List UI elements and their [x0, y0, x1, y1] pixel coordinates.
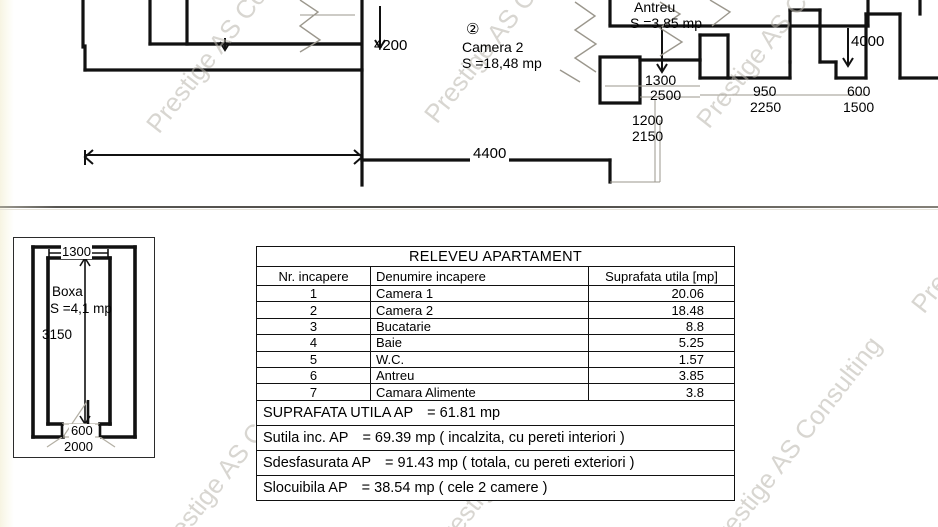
- summary-label: SUPRAFATA UTILA AP: [263, 404, 414, 421]
- boxa-dimension-width: 1300: [61, 244, 92, 259]
- column-header-name: Denumire incapere: [370, 266, 589, 286]
- cell-area: 18.48: [588, 301, 735, 319]
- cell-room-name: Baie: [370, 334, 589, 352]
- dimension-label-1200: 1200: [632, 112, 664, 128]
- dimension-label-950: 950: [753, 83, 777, 99]
- summary-value: = 91.43 mp ( totala, cu pereti exteriori…: [385, 454, 635, 471]
- summary-cell: SUPRAFATA UTILA AP = 61.81 mp: [256, 399, 735, 426]
- dimension-label-1300-plan: 1300: [645, 72, 677, 88]
- dimension-label-2150: 2150: [632, 128, 664, 144]
- table-summary-row: Slocuibila AP = 38.54 mp ( cele 2 camere …: [256, 474, 735, 501]
- cell-nr: 6: [256, 366, 371, 385]
- room-area-camera-2: S =18,48 mp: [462, 55, 542, 71]
- dimension-label-1500: 1500: [843, 99, 875, 115]
- boxa-dimension-height: 3150: [42, 327, 73, 342]
- table-summary-row: SUPRAFATA UTILA AP = 61.81 mp: [256, 399, 735, 426]
- table-header-row: Nr. incapere Denumire incapere Suprafata…: [256, 266, 735, 286]
- cell-room-name: W.C.: [370, 350, 589, 368]
- table-summary-row: Sdesfasurata AP = 91.43 mp ( totala, cu p…: [256, 449, 735, 476]
- boxa-dimension-door: 600: [69, 423, 95, 438]
- dimension-label-4400: 4400: [470, 146, 510, 162]
- summary-label: Slocuibila AP: [263, 479, 348, 496]
- cell-nr: 5: [256, 350, 371, 368]
- cell-nr: 7: [256, 383, 371, 401]
- summary-cell: Sutila inc. AP = 69.39 mp ( incalzita, cu…: [256, 424, 735, 451]
- column-header-nr: Nr. incapere: [256, 266, 371, 286]
- cell-nr: 3: [256, 317, 371, 336]
- room-marker-camera-2: ②: [466, 21, 480, 38]
- dimension-label-4000: 4000: [851, 33, 885, 50]
- boxa-room-label: Boxa: [52, 284, 83, 299]
- room-label-antreu: Antreu: [634, 0, 676, 15]
- cell-area: 5.25: [588, 334, 735, 352]
- cell-area: 1.57: [588, 350, 735, 368]
- boxa-area-label: S =4,1 mp: [50, 301, 112, 316]
- releveu-apartament-table: RELEVEU APARTAMENT Nr. incapere Denumire…: [256, 246, 735, 501]
- section-divider: [0, 206, 938, 208]
- summary-label: Sdesfasurata AP: [263, 454, 372, 471]
- column-header-area: Suprafata utila [mp]: [588, 266, 735, 286]
- cell-room-name: Camera 2: [370, 301, 589, 319]
- section-divider-shadow: [0, 209, 938, 210]
- dimension-label-2500: 2500: [650, 87, 682, 103]
- table-title-row: RELEVEU APARTAMENT: [256, 246, 735, 267]
- cell-nr: 1: [256, 284, 371, 303]
- room-area-antreu: S =3,85 mp: [630, 15, 702, 31]
- summary-value: = 38.54 mp ( cele 2 camere ): [361, 479, 548, 496]
- dimension-label-600-plan: 600: [847, 83, 871, 99]
- cell-area: 8.8: [588, 317, 735, 336]
- summary-value: = 69.39 mp ( incalzita, cu pereti interi…: [362, 429, 625, 446]
- cell-area: 3.85: [588, 366, 735, 385]
- dimension-label-4200: 4200: [374, 37, 408, 54]
- summary-cell: Slocuibila AP = 38.54 mp ( cele 2 camere …: [256, 474, 735, 501]
- room-label-camera-2: Camera 2: [462, 39, 524, 55]
- cell-room-name: Camara Alimente: [370, 383, 589, 401]
- cell-nr: 2: [256, 301, 371, 319]
- table-summary-row: Sutila inc. AP = 69.39 mp ( incalzita, cu…: [256, 424, 735, 451]
- cell-room-name: Camera 1: [370, 284, 589, 303]
- cell-room-name: Bucatarie: [370, 317, 589, 336]
- summary-value: = 61.81 mp: [427, 404, 501, 421]
- cell-area: 3.8: [588, 383, 735, 401]
- summary-label: Sutila inc. AP: [263, 429, 349, 446]
- boxa-dimension-total: 2000: [64, 439, 93, 454]
- summary-cell: Sdesfasurata AP = 91.43 mp ( totala, cu p…: [256, 449, 735, 476]
- dimension-label-2250: 2250: [750, 99, 782, 115]
- cell-room-name: Antreu: [370, 366, 589, 385]
- cell-nr: 4: [256, 334, 371, 352]
- table-title: RELEVEU APARTAMENT: [256, 246, 735, 267]
- cell-area: 20.06: [588, 284, 735, 303]
